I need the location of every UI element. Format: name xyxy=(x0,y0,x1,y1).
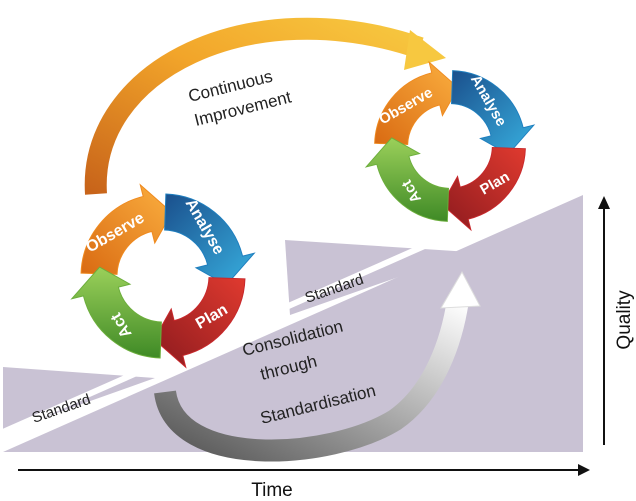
consolidation-arrow xyxy=(154,270,481,462)
cycle-arrow-plan xyxy=(441,147,526,232)
cycle-arrow-analyse xyxy=(164,193,256,286)
quality-axis-label: Quality xyxy=(614,290,635,350)
cycle-arrow-observe xyxy=(80,183,173,275)
cycle-arrow-act xyxy=(364,137,449,222)
cycle-arrow-plan xyxy=(153,277,246,369)
time-axis xyxy=(18,464,590,476)
upper-standard-block xyxy=(285,240,470,315)
cycle-arrow-analyse xyxy=(451,70,536,155)
continuous-improvement-arrow xyxy=(84,17,446,195)
ramp-edge-line xyxy=(1,173,585,435)
cycle-arrow-observe xyxy=(374,60,459,145)
cycle-arrow-act xyxy=(70,266,162,359)
time-axis-label: Time xyxy=(251,480,293,501)
quality-axis xyxy=(598,196,610,445)
